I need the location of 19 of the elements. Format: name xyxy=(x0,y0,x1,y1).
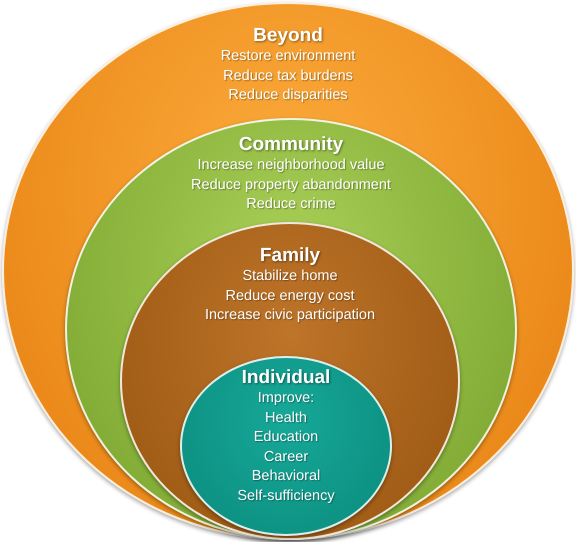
layer-item: Health xyxy=(265,408,307,428)
layer-item: Stabilize home xyxy=(242,267,338,286)
layer-item: Increase neighborhood value xyxy=(197,156,385,175)
layer-item: Reduce disparities xyxy=(228,86,348,105)
layer-item: Improve: xyxy=(258,389,314,408)
layer-item: Behavioral xyxy=(252,467,320,486)
layer-item: Reduce tax burdens xyxy=(223,66,353,86)
layer-item: Career xyxy=(264,448,308,466)
layer-item: Increase civic participation xyxy=(204,306,376,325)
layer-item: Reduce energy cost xyxy=(226,286,354,306)
layer-heading: Community xyxy=(238,134,344,156)
layer-heading: Beyond xyxy=(253,25,323,47)
layer-item: Education xyxy=(254,428,318,447)
layer-heading: Family xyxy=(260,245,320,267)
layer-item: Reduce property abandonment xyxy=(191,176,391,194)
layer-item: Self-sufficiency xyxy=(237,486,335,506)
layer-item: Restore environment xyxy=(220,47,356,66)
layer-item: Reduce crime xyxy=(246,195,336,214)
layer-heading: Individual xyxy=(242,367,330,389)
